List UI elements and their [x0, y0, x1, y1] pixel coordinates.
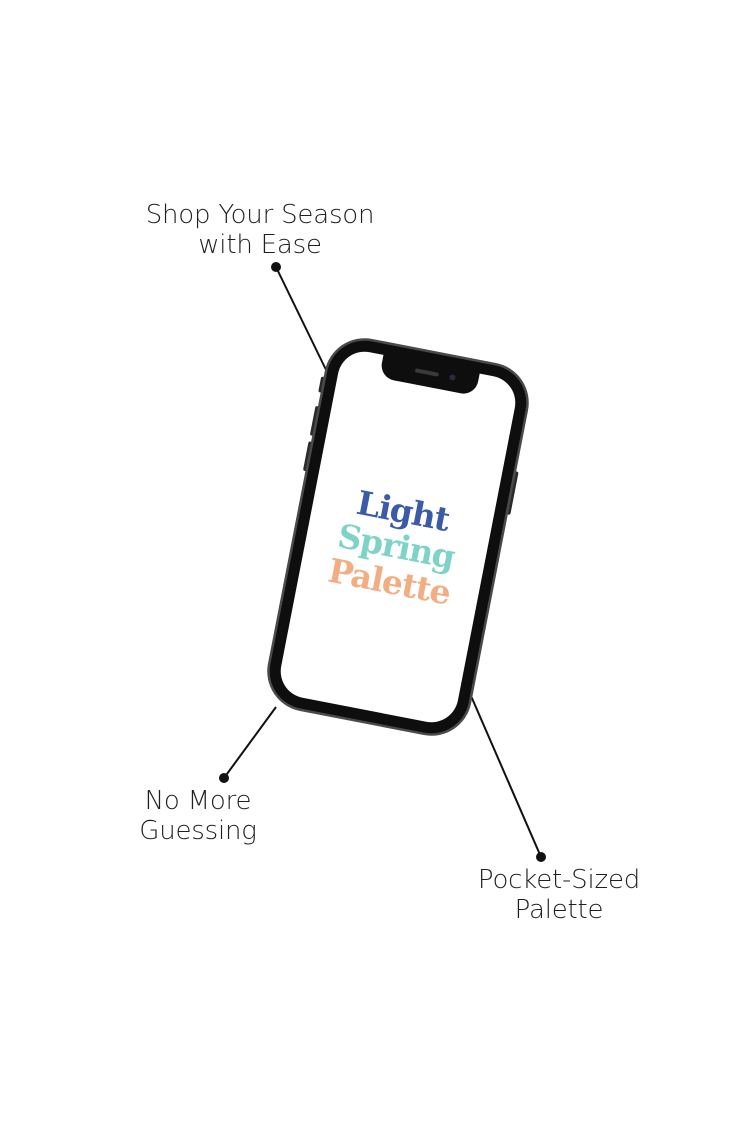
front-camera-icon — [448, 373, 456, 381]
callout-pocket-sized-palette: Pocket-Sized Palette — [449, 865, 669, 925]
callout-shop-your-season-line1: Shop Your Season — [145, 200, 375, 230]
callout-leader-top — [271, 262, 331, 379]
callout-no-more-guessing-line2: Guessing — [139, 816, 257, 846]
speaker-grille — [414, 368, 440, 377]
callout-shop-your-season-line2: with Ease — [198, 230, 322, 260]
callout-leader-bottom-right — [467, 688, 546, 862]
callout-pocket-sized-palette-line2: Palette — [514, 895, 604, 925]
callout-leader-bottom-left — [219, 706, 277, 783]
callout-pocket-sized-palette-line1: Pocket-Sized — [477, 865, 641, 895]
callout-no-more-guessing-line1: No More — [144, 786, 252, 816]
callout-no-more-guessing: No More Guessing — [98, 786, 298, 846]
callout-shop-your-season: Shop Your Season with Ease — [120, 200, 400, 260]
palette-title: Light Spring Palette — [297, 477, 494, 617]
